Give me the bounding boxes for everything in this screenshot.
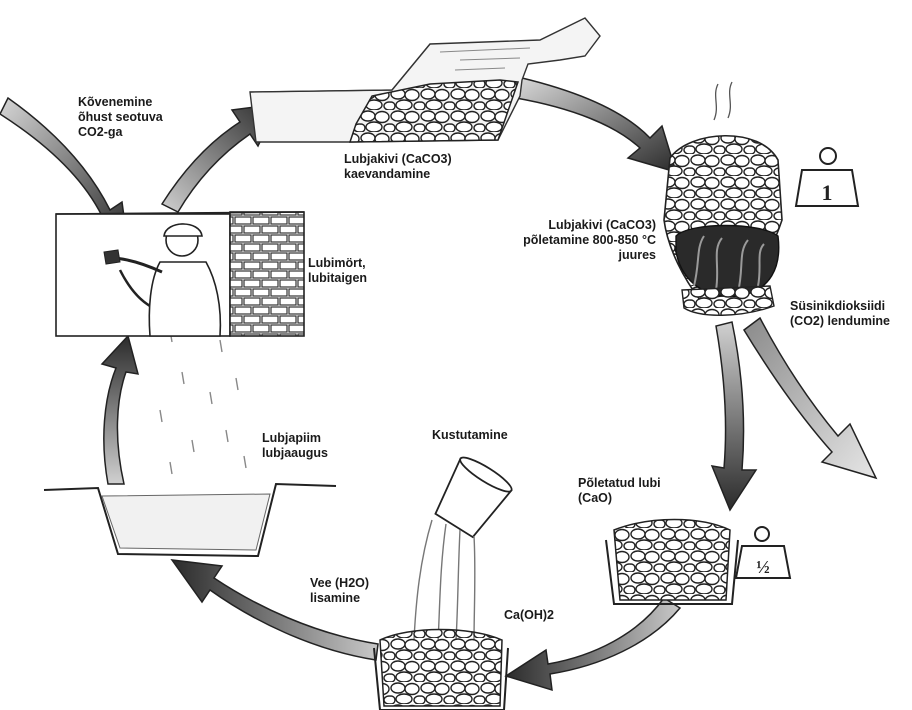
label-hardening: Kõvenemine õhust seotuva CO2-ga bbox=[78, 95, 163, 140]
weight-half-label: ½ bbox=[756, 557, 770, 577]
label-mortar: Lubimört, lubitaigen bbox=[308, 256, 367, 286]
arrow-lime-pit-to-mortar bbox=[102, 336, 138, 484]
weight-full-label: 1 bbox=[822, 180, 833, 205]
mason-illustration bbox=[56, 212, 304, 336]
arrow-co2-release bbox=[744, 318, 876, 478]
arrow-slaking-to-lime-pit bbox=[172, 560, 378, 660]
arrow-mining-to-burning bbox=[516, 78, 676, 172]
label-slaking: Kustutamine bbox=[432, 428, 508, 443]
lime-pit-illustration bbox=[44, 300, 336, 556]
label-co2-release: Süsinikdioksiidi (CO2) lendumine bbox=[790, 299, 890, 329]
quarry-illustration bbox=[250, 18, 600, 142]
label-burning: Lubjakivi (CaCO3) põletamine 800-850 °C … bbox=[510, 218, 656, 263]
slaking-illustration bbox=[374, 453, 515, 710]
label-hydroxide: Ca(OH)2 bbox=[504, 608, 554, 623]
label-burnt-lime: Põletatud lubi (CaO) bbox=[578, 476, 661, 506]
label-water: Vee (H2O) lisamine bbox=[310, 576, 369, 606]
label-lime-putty: Lubjapiim lubjaaugus bbox=[262, 431, 328, 461]
label-mining: Lubjakivi (CaCO3) kaevandamine bbox=[344, 152, 452, 182]
arrow-burning-to-burnt-lime bbox=[712, 322, 756, 510]
kiln-illustration bbox=[664, 82, 782, 315]
burnt-lime-illustration bbox=[606, 520, 738, 605]
